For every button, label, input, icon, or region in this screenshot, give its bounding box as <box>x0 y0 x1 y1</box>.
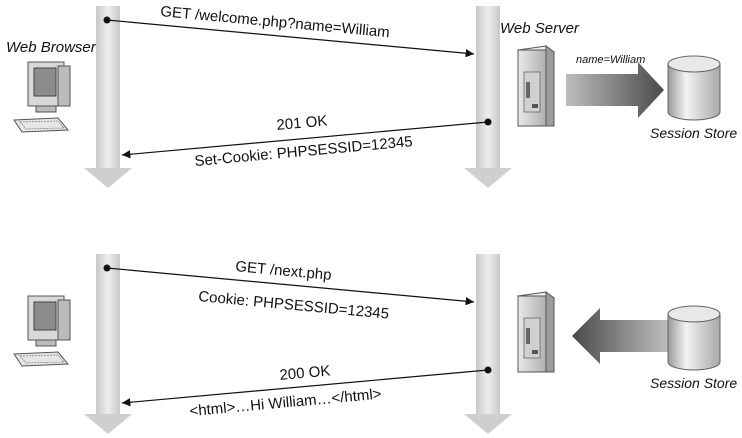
response-arrow-bottom <box>121 366 492 407</box>
lifeline-browser-top <box>84 6 132 188</box>
status-label-bottom: 200 OK <box>279 362 331 384</box>
store-write-arrow <box>566 62 664 118</box>
database-icon <box>667 305 721 371</box>
request-label-bottom: GET /next.php <box>235 258 333 284</box>
transfer-label: name=William <box>576 54 645 66</box>
computer-icon <box>13 295 71 367</box>
session-store-label-top: Session Store <box>650 125 737 141</box>
database-icon <box>667 55 721 121</box>
lifeline-server-bottom <box>464 254 512 434</box>
browser-label: Web Browser <box>6 39 97 56</box>
store-read-arrow <box>572 308 668 364</box>
server-label: Web Server <box>500 20 580 37</box>
server-icon <box>516 45 556 127</box>
cookie-label: Cookie: PHPSESSID=12345 <box>198 288 390 323</box>
response-arrow-top <box>121 118 492 159</box>
lifeline-server-top <box>464 6 512 188</box>
computer-icon <box>13 61 71 133</box>
request-arrow-bottom <box>103 264 475 306</box>
server-icon <box>516 291 556 373</box>
request-arrow-top <box>103 16 475 58</box>
lifeline-browser-bottom <box>84 254 132 434</box>
status-label-top: 201 OK <box>276 112 328 134</box>
session-store-label-bottom: Session Store <box>650 375 737 391</box>
html-body-label: <html>…Hi William…</html> <box>189 386 383 420</box>
